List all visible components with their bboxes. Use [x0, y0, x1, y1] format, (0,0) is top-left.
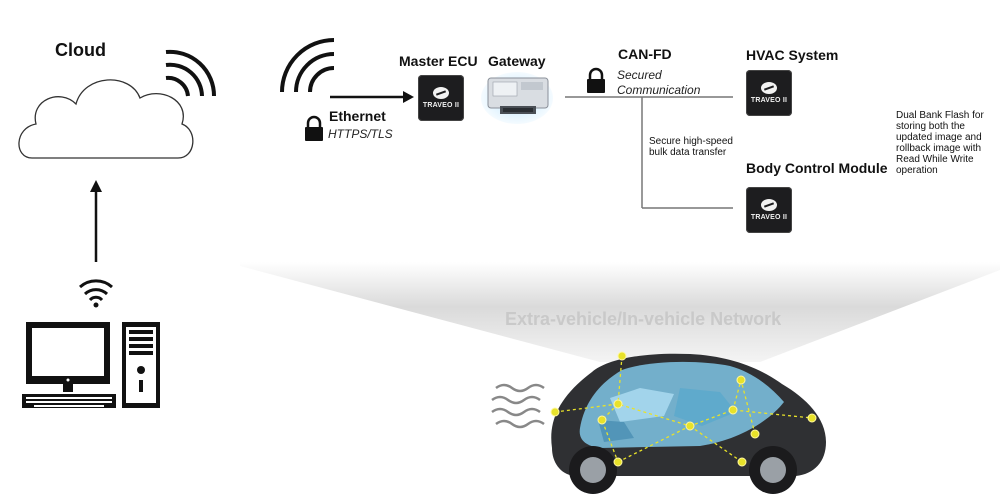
computer-icon — [22, 322, 160, 408]
traveo-logo-icon — [761, 82, 777, 94]
network-funnel — [240, 262, 1000, 362]
master-ecu-chip: TRAVEO II — [418, 75, 464, 121]
bulk-transfer-note: Secure high-speed bulk data transfer — [649, 136, 733, 158]
motion-lines-icon — [491, 383, 545, 429]
ethernet-label: Ethernet — [329, 108, 386, 124]
hvac-label: HVAC System — [746, 47, 839, 63]
cloud-shape — [18, 79, 194, 159]
gateway-device — [481, 72, 553, 124]
cloud-label: Cloud — [55, 40, 106, 60]
dual-bank-flash-note: Dual Bank Flash for storing both the upd… — [896, 110, 984, 176]
wifi-icon — [79, 279, 113, 302]
bcm-chip-text: TRAVEO II — [750, 214, 788, 221]
can-lock-icon — [587, 67, 605, 93]
can-fd-label: CAN-FD — [618, 46, 672, 62]
master-ecu-chip-text: TRAVEO II — [422, 102, 460, 109]
ethernet-protocol: HTTPS/TLS — [328, 127, 393, 141]
car-illustration — [491, 351, 826, 494]
traveo-logo-icon — [761, 199, 777, 211]
master-ecu-label: Master ECU — [399, 53, 478, 69]
cloud-signal-icon — [165, 49, 217, 97]
can-fd-note: Secured Communication — [617, 68, 701, 97]
can-bus-lines — [565, 96, 733, 209]
bcm-label: Body Control Module — [746, 160, 888, 176]
hvac-chip-text: TRAVEO II — [750, 97, 788, 104]
gateway-label: Gateway — [488, 53, 546, 69]
ethernet-signal-icon — [280, 38, 335, 93]
network-label: Extra-vehicle/In-vehicle Network — [505, 309, 782, 329]
network-nodes — [550, 351, 817, 467]
bcm-chip: TRAVEO II — [746, 187, 792, 233]
traveo-logo-icon — [433, 87, 449, 99]
hvac-chip: TRAVEO II — [746, 70, 792, 116]
ethernet-lock-icon — [305, 115, 323, 141]
